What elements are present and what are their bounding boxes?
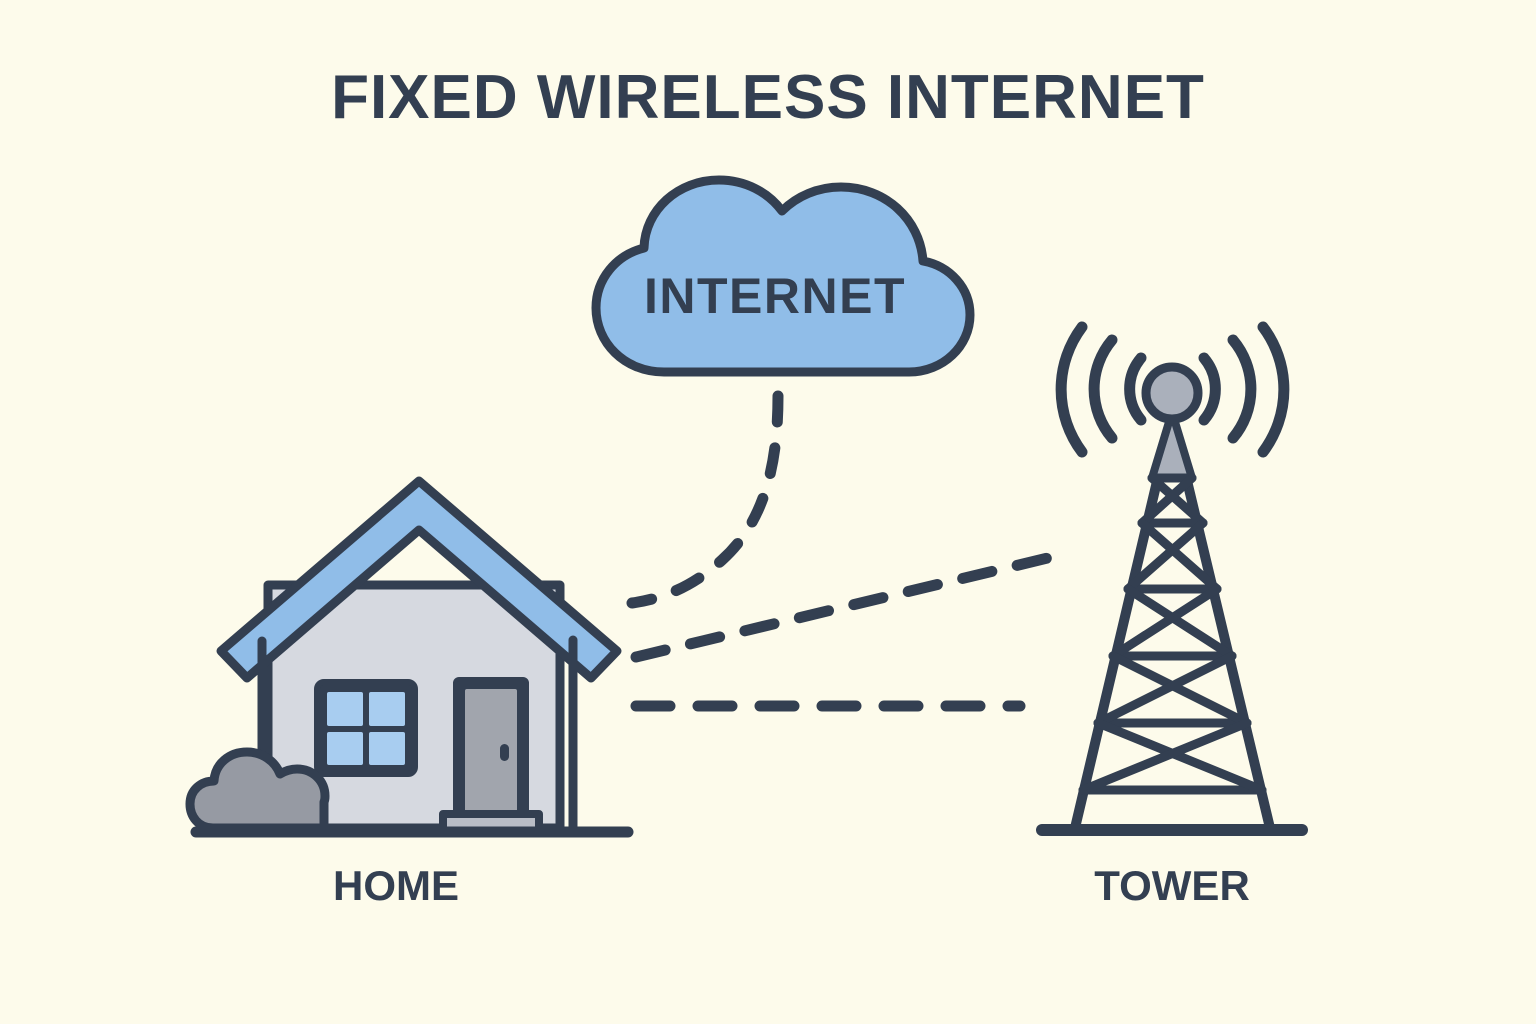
cloud-to-home-link bbox=[626, 390, 784, 609]
home-label: HOME bbox=[333, 862, 459, 909]
tower-label: TOWER bbox=[1094, 862, 1250, 909]
cloud-body bbox=[591, 175, 975, 377]
door-handle-icon bbox=[500, 744, 509, 761]
window-pane-top-left bbox=[327, 692, 363, 726]
antenna-dot-icon bbox=[1141, 362, 1203, 424]
house-door-panel bbox=[465, 689, 517, 814]
home-node[interactable]: HOME bbox=[185, 476, 634, 909]
signal-arcs-left-icon bbox=[1055, 321, 1147, 458]
home-to-tower-upper-link bbox=[630, 550, 1062, 663]
tower-diagonal-braces bbox=[1078, 473, 1267, 795]
house-door-step-inner bbox=[447, 818, 535, 827]
window-pane-bottom-right bbox=[369, 732, 405, 765]
tower-node[interactable]: TOWER bbox=[1036, 321, 1308, 909]
internet-cloud[interactable]: INTERNET bbox=[591, 175, 975, 377]
cloud-label: INTERNET bbox=[644, 268, 906, 324]
house-bush bbox=[185, 747, 330, 833]
page-title: FIXED WIRELESS INTERNET bbox=[331, 63, 1205, 132]
signal-arcs-right-icon bbox=[1198, 321, 1290, 458]
window-pane-bottom-left bbox=[327, 732, 363, 765]
window-pane-top-right bbox=[369, 692, 405, 726]
